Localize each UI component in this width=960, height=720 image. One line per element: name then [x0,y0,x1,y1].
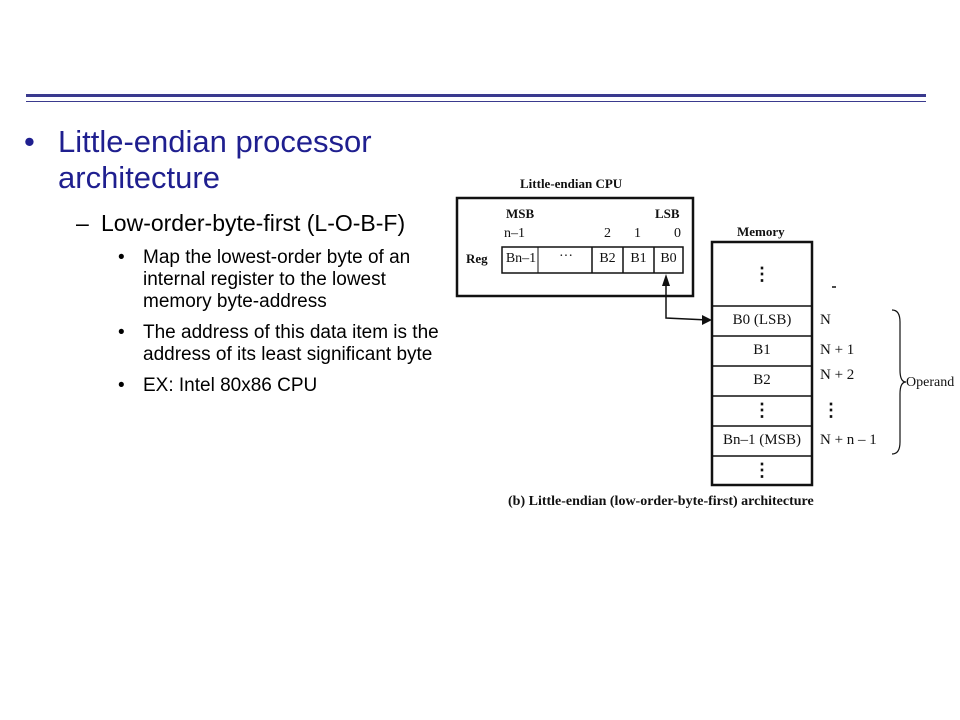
diagram-caption: (b) Little-endian (low-order-byte-first)… [508,494,814,509]
lsb-label: LSB [655,206,680,221]
memory-cell-bn-1: Bn–1 (MSB) [723,432,801,448]
diagram-lines [455,196,907,487]
memory-cell-bottom-dots: ⋮ [753,460,771,480]
memory-cell-mid-dots: ⋮ [753,400,771,420]
bullet-marker: • [24,124,35,159]
endian-diagram: Little-endian CPU MSB LSB n–1 2 1 0 Reg … [440,160,960,530]
reg-cell-b1: B1 [630,251,647,266]
operand-label: Operand [906,375,955,390]
bit-index-2: 2 [604,226,611,241]
bullet-marker: • [118,247,125,268]
reg-cell-ellipsis: ··· [559,249,573,264]
memory-cell-b2: B2 [753,372,771,388]
cpu-title: Little-endian CPU [520,176,623,191]
dash-marker: – [76,210,89,236]
addr-n: N [820,312,831,328]
bullet-level1-text: Little-endian processor architecture [58,124,372,195]
reg-cell-b2: B2 [599,251,616,266]
memory-title: Memory [737,224,785,239]
bullet-level1: • Little-endian processor architecture [22,124,442,196]
memory-cell-top-dots: ⋮ [753,264,771,284]
msb-label: MSB [506,206,535,221]
bullet-level2-text: Low-order-byte-first (L-O-B-F) [101,210,406,236]
memory-cell-b1: B1 [753,342,771,358]
addr-dots: ⋮ [822,400,840,420]
bullet-level3-text: Map the lowest-order byte of an internal… [143,247,411,312]
slide-text: • Little-endian processor architecture –… [22,124,442,406]
bullet-level3: • Map the lowest-order byte of an intern… [22,247,442,313]
addr-n-plus-2: N + 2 [820,367,855,383]
bit-index-0: 0 [674,226,681,241]
bit-index-1: 1 [634,226,641,241]
reg-cell-bn-1: Bn–1 [505,251,537,266]
bullet-level3-text: EX: Intel 80x86 CPU [143,375,318,396]
bullet-level3: • EX: Intel 80x86 CPU [22,375,442,397]
bullet-marker: • [118,375,125,396]
title-rule-thick [26,94,926,97]
reg-cell-b0: B0 [660,251,677,266]
memory-cell-b0: B0 (LSB) [732,312,792,328]
bullet-level3-text: The address of this data item is the add… [143,322,439,365]
bullet-level3: • The address of this data item is the a… [22,322,442,366]
bullet-level2: – Low-order-byte-first (L-O-B-F) [22,210,442,237]
addr-n-plus-1: N + 1 [820,342,855,358]
reg-label: Reg [466,251,488,266]
bullet-marker: • [118,322,125,343]
bit-index-n-minus-1: n–1 [504,226,525,241]
addr-n-plus-n-minus-1: N + n – 1 [820,432,877,448]
title-rule-thin [26,101,926,102]
